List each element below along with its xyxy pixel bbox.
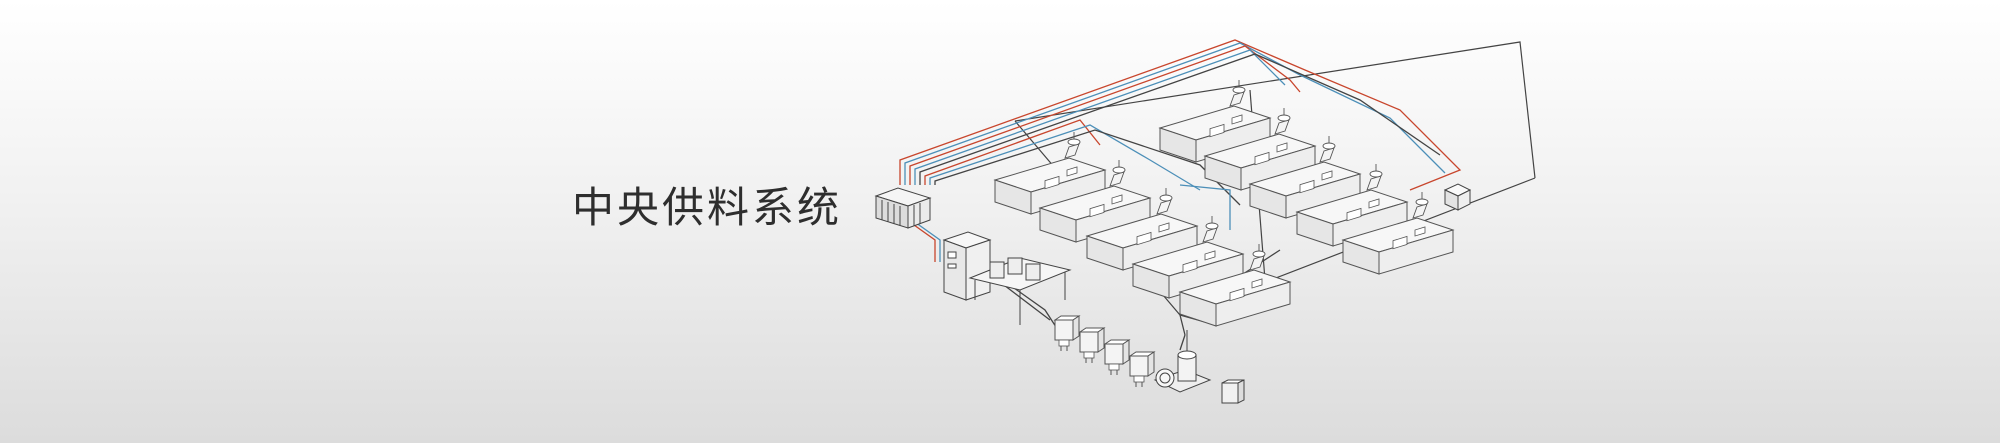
pipelines — [899, 39, 1462, 351]
material-distribution-station — [874, 187, 932, 229]
vacuum-pump — [1153, 330, 1212, 393]
dust-collector — [1221, 379, 1245, 404]
dryer-platform — [968, 257, 1072, 325]
banner-title: 中央供料系统 — [572, 183, 843, 232]
dryer-row — [1054, 315, 1155, 388]
granulator — [1443, 183, 1472, 211]
control-cabinet — [942, 231, 992, 301]
